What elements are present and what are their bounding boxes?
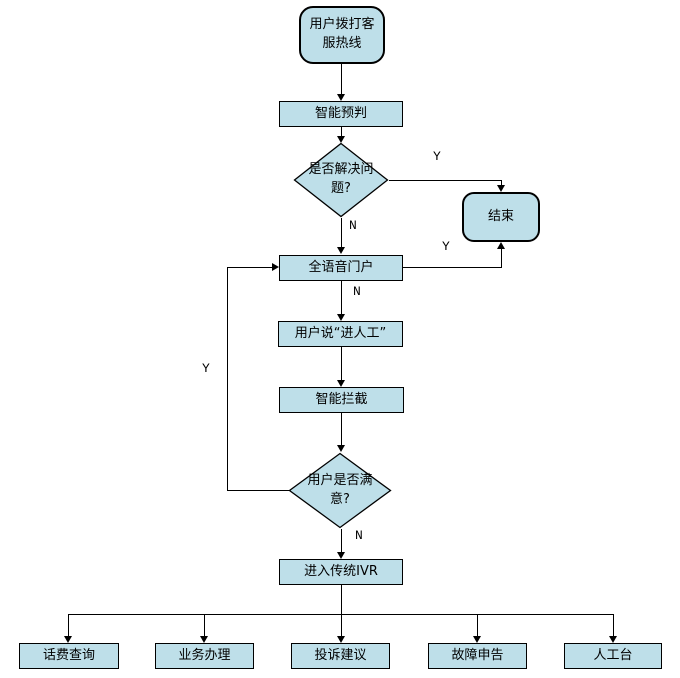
node-start: 用户拨打客服热线: [299, 6, 385, 64]
connector: [501, 249, 502, 268]
connector: [68, 615, 69, 636]
diamond-shape: [288, 452, 392, 529]
decision-solved-label: 是否解决问题?: [308, 162, 374, 196]
connector: [341, 218, 342, 247]
node-smart-intercept: 智能拦截: [279, 387, 404, 413]
diamond-shape: [293, 142, 389, 218]
arrow-down-icon: [497, 185, 505, 192]
connector: [204, 615, 205, 636]
decision-satisfied-label: 用户是否满意?: [307, 472, 373, 507]
arrow-down-icon: [337, 445, 345, 452]
node-complaint-suggestion: 投诉建议: [291, 643, 390, 669]
connector: [477, 615, 478, 636]
edge-label-portal-no: N: [353, 284, 361, 299]
connector: [341, 347, 342, 380]
arrow-down-icon: [337, 314, 345, 321]
node-decision-solved: 是否解决问题?: [293, 142, 389, 218]
node-smart-predict: 智能预判: [279, 101, 403, 127]
connector: [341, 585, 342, 614]
arrow-down-icon: [337, 94, 345, 101]
node-user-say-manual: 用户说“进人工”: [278, 321, 403, 347]
arrow-right-icon: [272, 263, 279, 271]
arrow-down-icon: [337, 552, 345, 559]
edge-label-satisfied-yes: Y: [202, 361, 210, 376]
arrow-down-icon: [609, 636, 617, 643]
edge-label-portal-yes: Y: [442, 239, 450, 254]
connector: [389, 180, 502, 181]
node-decision-satisfied: 用户是否满意?: [288, 452, 392, 529]
node-fault-report: 故障申告: [428, 643, 527, 669]
node-enter-ivr: 进入传统IVR: [279, 559, 403, 585]
connector: [341, 281, 342, 314]
arrow-up-icon: [497, 242, 505, 249]
node-voice-portal: 全语音门户: [279, 255, 403, 281]
node-manual-desk: 人工台: [564, 643, 662, 669]
arrow-down-icon: [64, 636, 72, 643]
connector: [228, 267, 272, 268]
node-end: 结束: [462, 192, 540, 242]
arrow-down-icon: [337, 247, 345, 254]
connector: [501, 180, 502, 185]
connector: [68, 614, 614, 615]
connector: [341, 127, 342, 136]
arrow-down-icon: [200, 636, 208, 643]
arrow-down-icon: [337, 380, 345, 387]
node-bill-inquiry: 话费查询: [19, 643, 119, 669]
edge-label-solved-no: N: [349, 218, 357, 233]
connector: [341, 529, 342, 552]
arrow-down-icon: [337, 636, 345, 643]
connector: [341, 413, 342, 445]
connector: [341, 615, 342, 636]
connector: [227, 490, 289, 491]
connector: [613, 615, 614, 636]
edge-label-satisfied-no: N: [355, 528, 363, 543]
connector: [227, 267, 228, 491]
connector: [403, 267, 502, 268]
edge-label-solved-yes: Y: [433, 149, 441, 164]
connector: [341, 64, 342, 94]
arrow-down-icon: [473, 636, 481, 643]
arrow-down-icon: [337, 136, 345, 143]
node-business-handling: 业务办理: [155, 643, 254, 669]
